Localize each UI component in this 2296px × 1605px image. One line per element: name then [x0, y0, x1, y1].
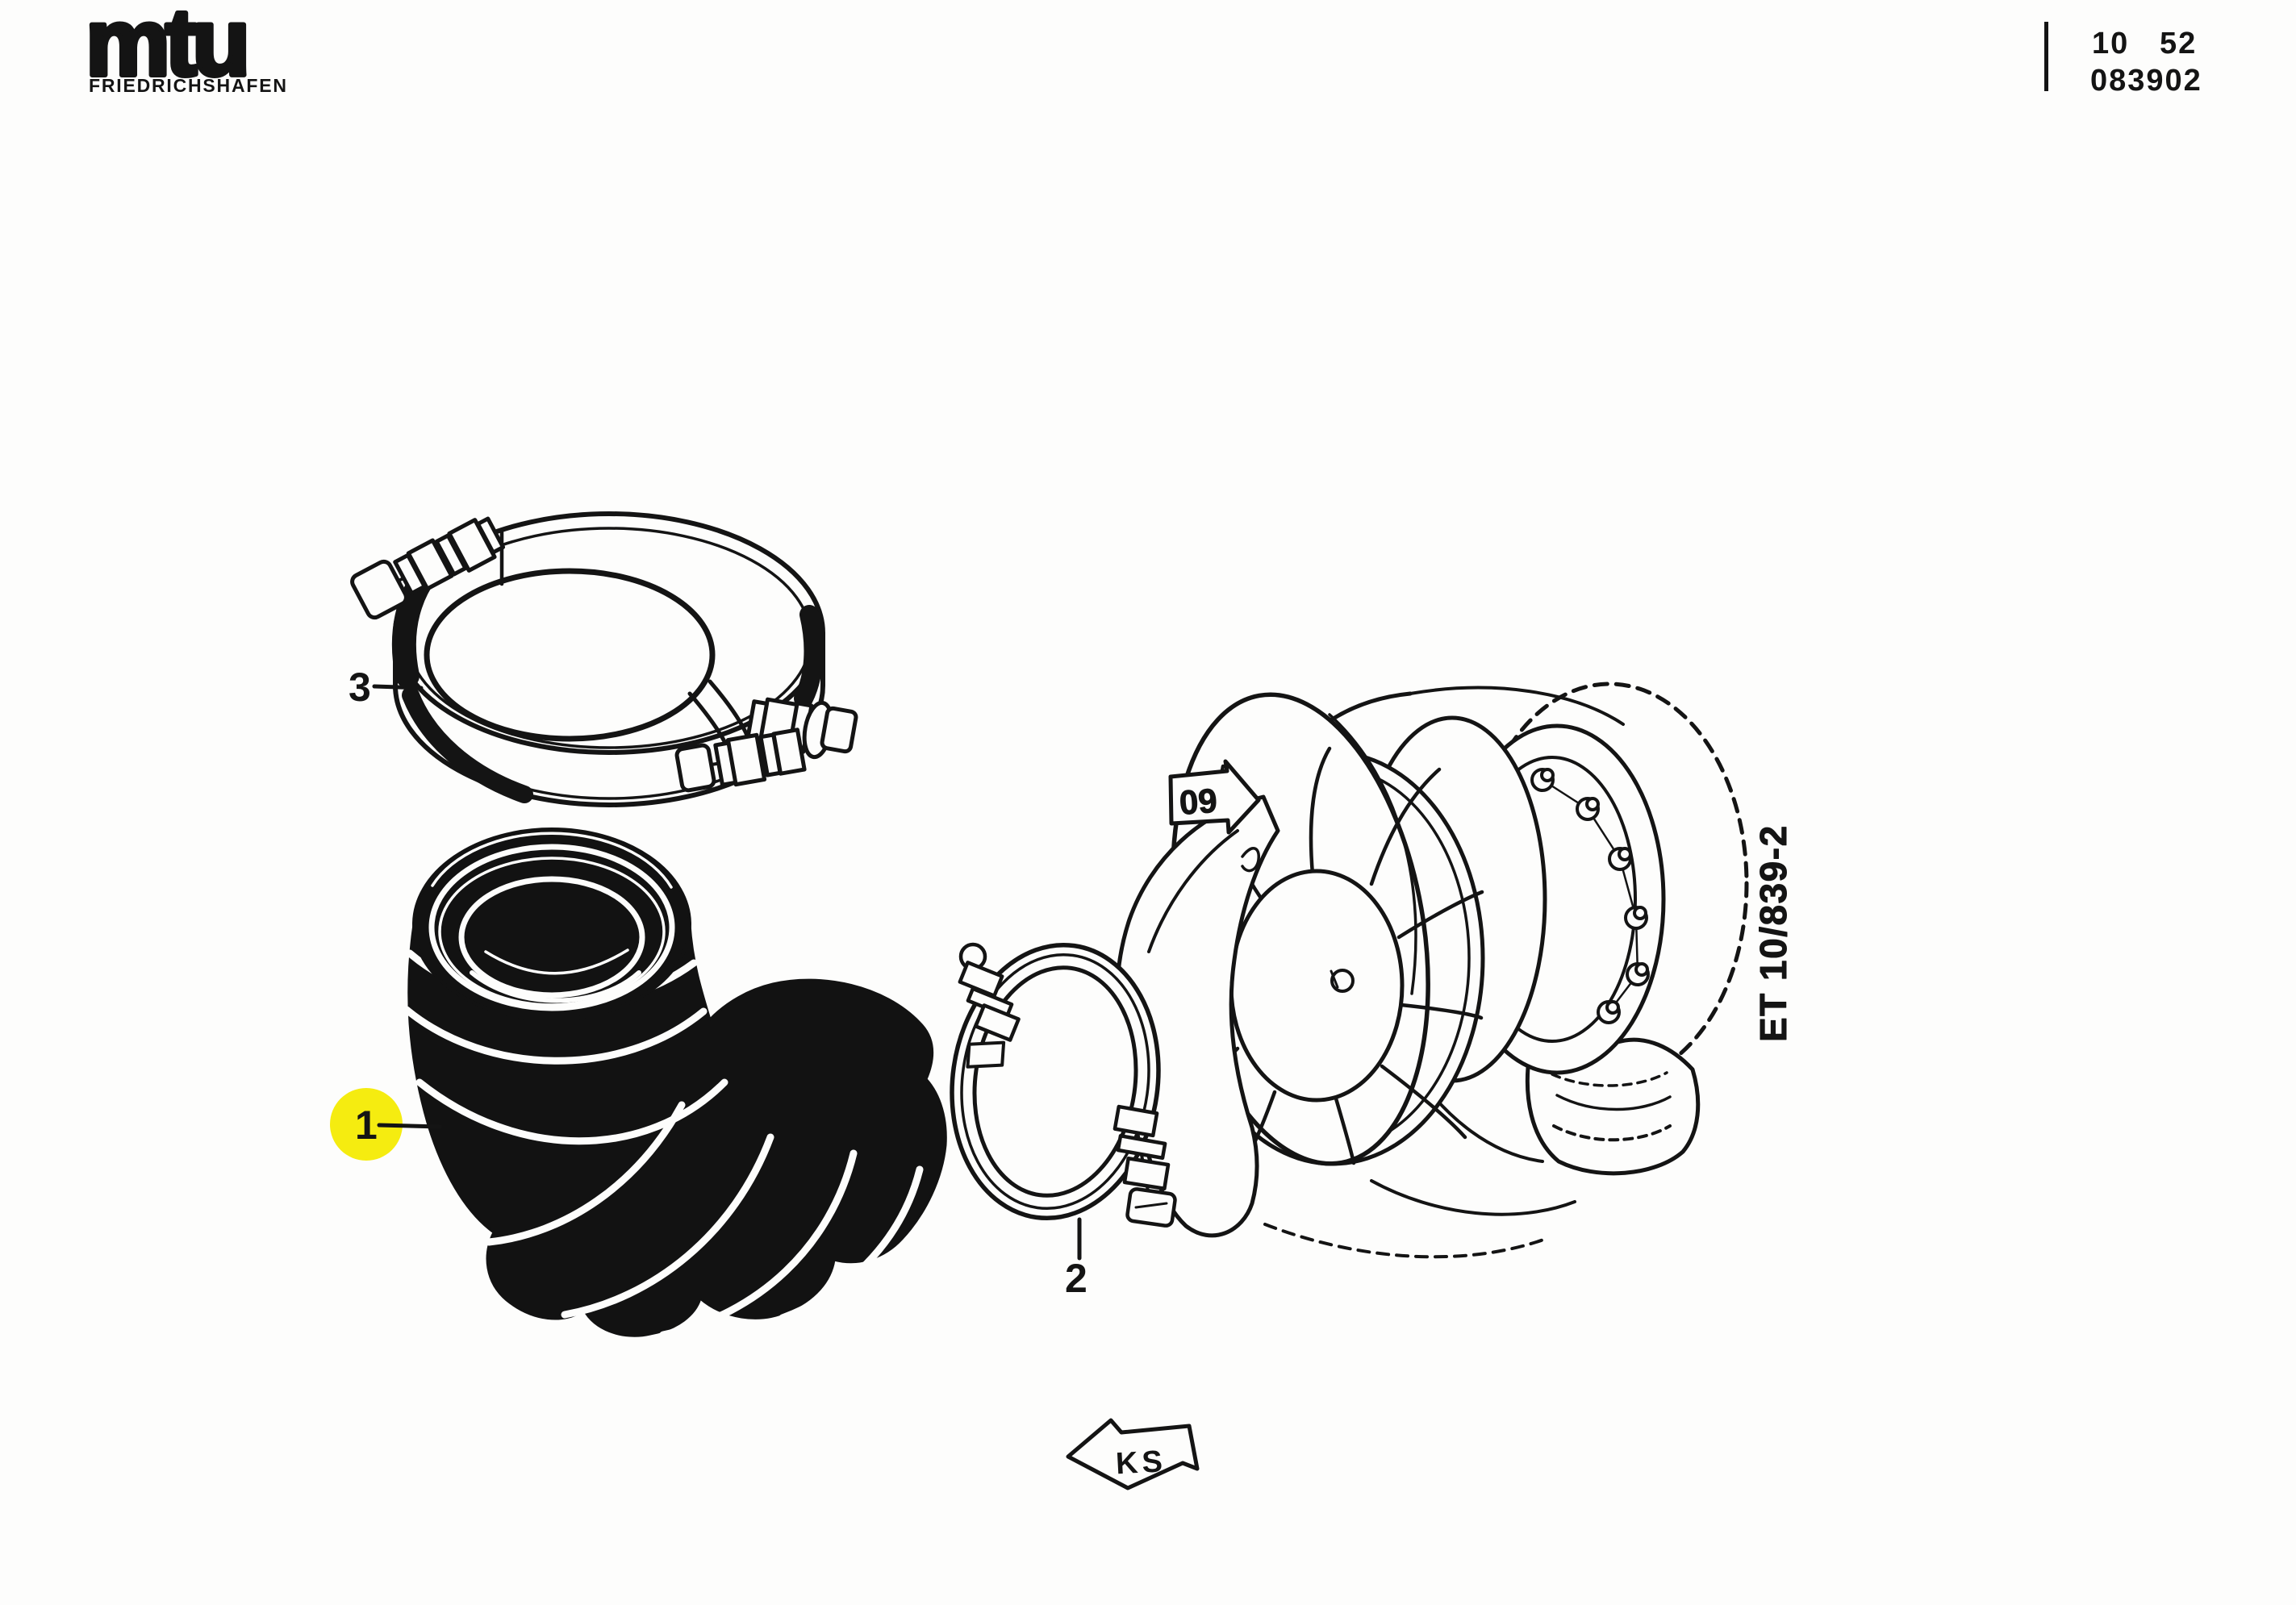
direction-arrow-ks: KS [1066, 1418, 1200, 1490]
part-label-1: 1 [355, 1103, 378, 1148]
arrow-left-icon [1066, 1418, 1200, 1490]
clamp-2-bolt-upper [958, 942, 1021, 1042]
highlight-circle [330, 1088, 403, 1161]
page-header: mtu FRIEDRICHSHAFEN 10 52 083902 [83, 0, 2202, 98]
part-label-2: 2 [1065, 1256, 1087, 1301]
part-callout-1: 1 [330, 1088, 442, 1161]
logo-wordmark: mtu [86, 0, 245, 96]
section-arrow-label: 09 [1178, 782, 1218, 822]
hose-opening-rings [428, 832, 675, 1011]
flange-bolts [1530, 768, 1650, 1024]
inlet-duct [1115, 794, 1280, 1238]
part-callout-2: 2 [1065, 1217, 1087, 1301]
clamp-3: 3 [349, 511, 858, 807]
direction-arrow-label: KS [1115, 1444, 1167, 1481]
mtu-logo: mtu FRIEDRICHSHAFEN [83, 0, 288, 98]
header-divider [2044, 22, 2048, 91]
section-arrow-09: 09 [1168, 759, 1261, 835]
reference-code-text: ET 10/839-2 [1752, 824, 1794, 1042]
logo-subtext: FRIEDRICHSHAFEN [89, 75, 288, 96]
impeller-hub [1229, 869, 1405, 1103]
clamp-2: 2 [950, 942, 1177, 1301]
turbocharger: 09 ET 10/839-2 [1115, 682, 1795, 1259]
clamp-2-bolt-lower [1113, 1104, 1177, 1228]
clamp-3-tbolt-upper [350, 516, 506, 620]
part-label-3: 3 [349, 665, 371, 710]
document-number: 083902 [2090, 64, 2202, 98]
catalog-group-number: 10 [2092, 27, 2129, 60]
page-number: 52 [2160, 27, 2197, 60]
clamp-3-tbolt-lower [674, 679, 858, 793]
hose-1: 1 [330, 828, 947, 1339]
arrow-right-icon [1168, 759, 1261, 835]
part-callout-3: 3 [349, 665, 424, 710]
